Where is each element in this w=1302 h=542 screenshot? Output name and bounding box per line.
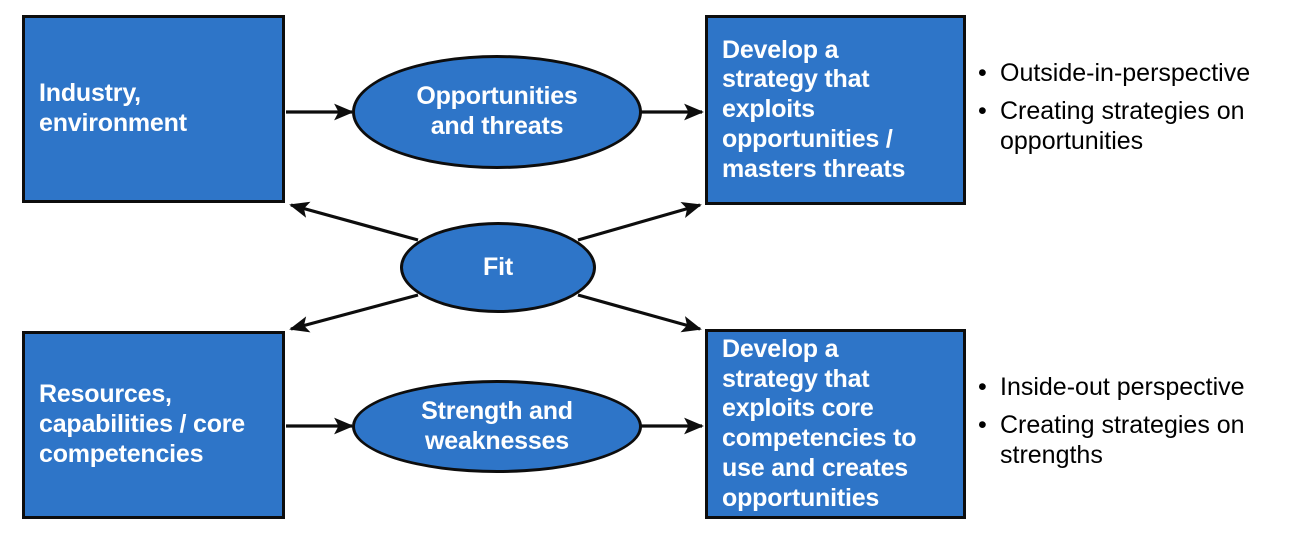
- node-industry-environment[interactable]: Industry, environment: [22, 15, 285, 203]
- list-item-label: Inside-out perspective: [1000, 373, 1245, 401]
- arrow-fit-to-resources: [289, 293, 419, 333]
- annotation-list-bottom: • Inside-out perspective • Creating stra…: [978, 372, 1298, 478]
- node-label: Fit: [483, 252, 513, 281]
- node-label: Opportunities and threats: [416, 82, 578, 140]
- list-item: • Inside-out perspective: [978, 372, 1298, 402]
- list-item-label: Creating strategies on strengths: [1000, 411, 1245, 469]
- node-label: Develop a strategy that exploits core co…: [722, 334, 917, 512]
- list-item: • Outside-in-perspective: [978, 58, 1298, 88]
- bullet-icon: •: [978, 373, 987, 401]
- arrow-fit-to-strategy-top: [577, 201, 702, 242]
- list-item-label: Creating strategies on opportunities: [1000, 97, 1245, 155]
- node-strategy-opportunities[interactable]: Develop a strategy that exploits opportu…: [705, 15, 966, 205]
- list-item: • Creating strategies on opportunities: [978, 96, 1298, 156]
- arrow-fit-to-industry: [289, 201, 419, 242]
- bullet-icon: •: [978, 411, 987, 439]
- node-label: Industry, environment: [39, 79, 187, 137]
- annotation-list-top: • Outside-in-perspective • Creating stra…: [978, 58, 1298, 164]
- bullet-icon: •: [978, 97, 987, 125]
- node-label: Resources, capabilities / core competenc…: [39, 380, 246, 468]
- arrow-fit-to-strategy-bottom: [577, 293, 702, 333]
- node-opportunities-threats[interactable]: Opportunities and threats: [352, 55, 642, 169]
- node-strategy-competencies[interactable]: Develop a strategy that exploits core co…: [705, 329, 966, 519]
- node-strength-weaknesses[interactable]: Strength and weaknesses: [352, 380, 642, 473]
- node-resources-capabilities[interactable]: Resources, capabilities / core competenc…: [22, 331, 285, 519]
- bullet-icon: •: [978, 59, 987, 87]
- node-label: Strength and weaknesses: [421, 396, 573, 455]
- list-item: • Creating strategies on strengths: [978, 410, 1298, 470]
- node-fit[interactable]: Fit: [400, 222, 596, 313]
- node-label: Develop a strategy that exploits opportu…: [722, 35, 906, 183]
- list-item-label: Outside-in-perspective: [1000, 59, 1251, 87]
